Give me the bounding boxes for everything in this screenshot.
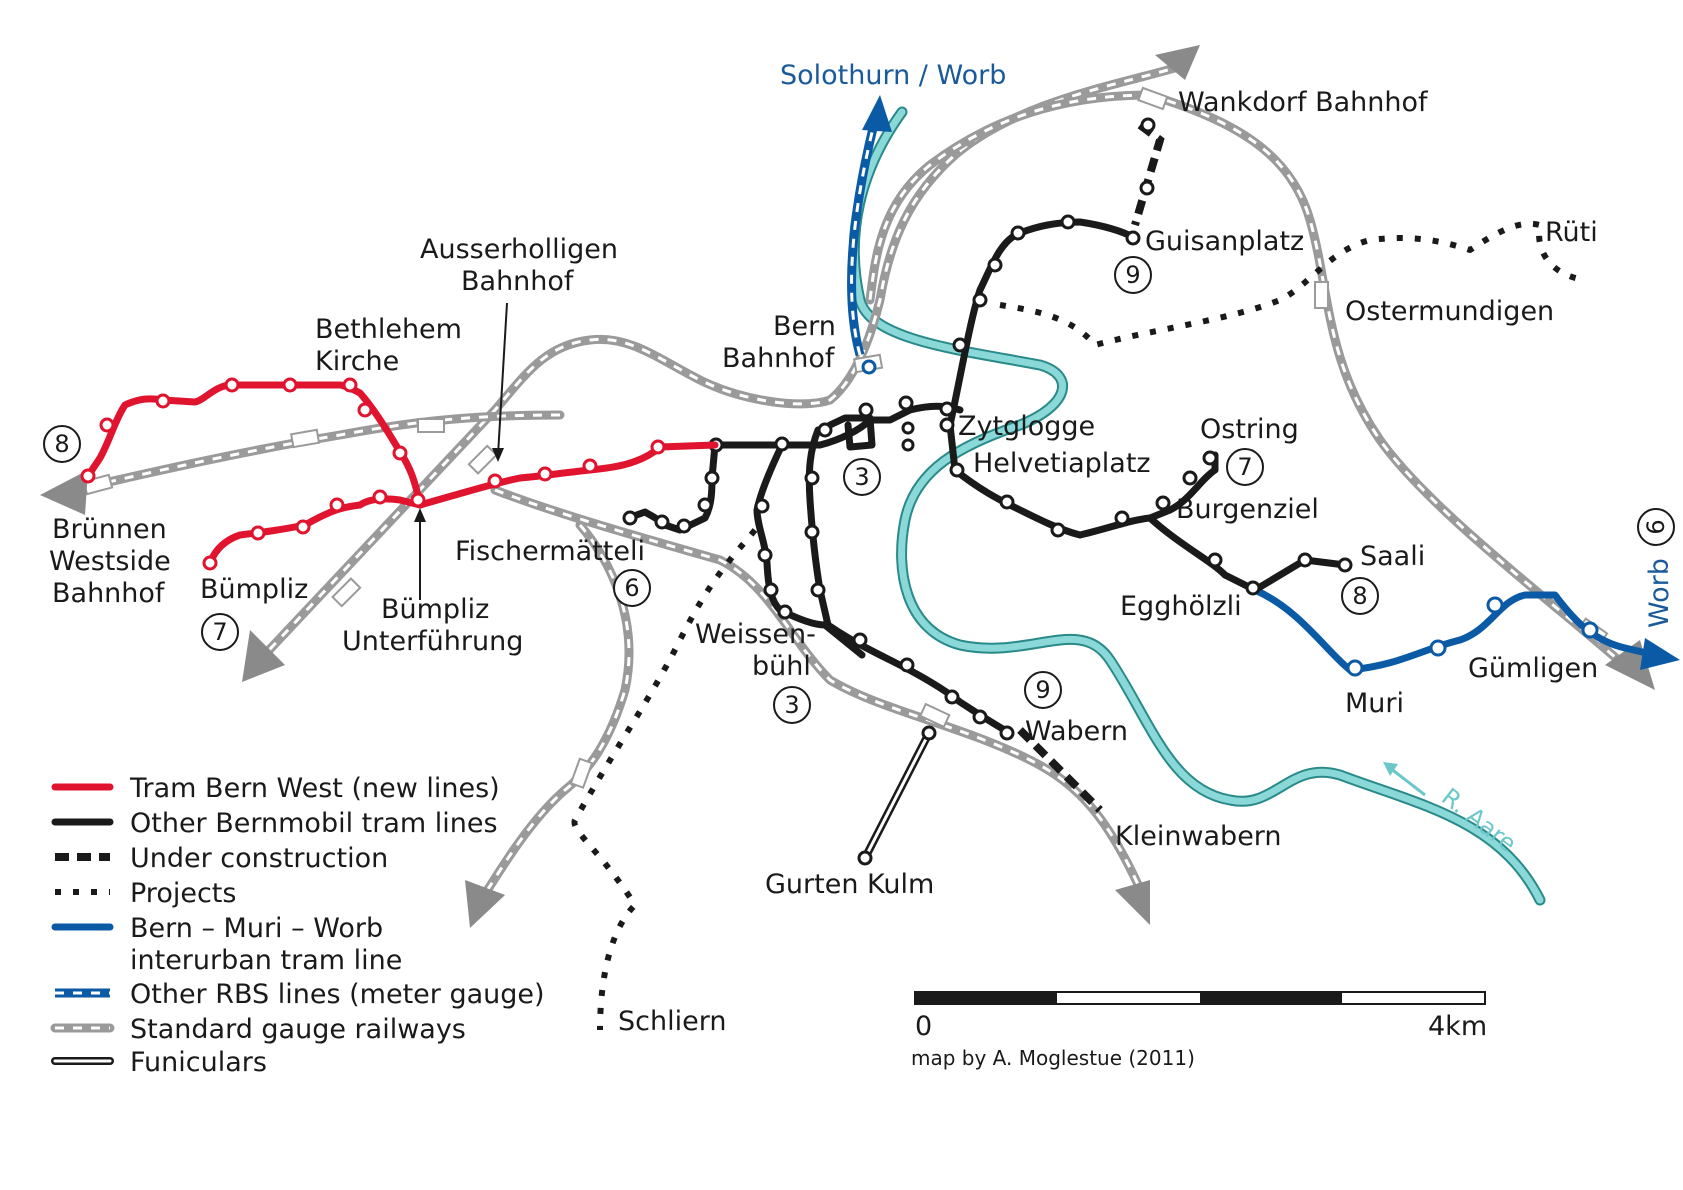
label-schliern: Schliern bbox=[618, 1006, 726, 1037]
label-burgenziel: Burgenziel bbox=[1176, 494, 1319, 525]
label-wabern: Wabern bbox=[1025, 716, 1128, 747]
line-number: 3 bbox=[854, 463, 869, 491]
legend-label: Projects bbox=[130, 878, 236, 909]
label-zytglogge: Zytglogge bbox=[958, 411, 1095, 442]
label-gurten-kulm: Gurten Kulm bbox=[765, 869, 934, 900]
line-number: 6 bbox=[1642, 519, 1670, 534]
arrow-west bbox=[40, 470, 88, 515]
label-rueti: Rüti bbox=[1545, 217, 1598, 248]
label-ostring: Ostring bbox=[1200, 414, 1299, 445]
map-credit: map by A. Moglestue (2011) bbox=[911, 1046, 1195, 1070]
label-ausserholligen-2: Bahnhof bbox=[461, 266, 575, 297]
legend-label: Funiculars bbox=[130, 1047, 267, 1078]
label-helvetiaplatz: Helvetiaplatz bbox=[973, 448, 1151, 479]
scale-start: 0 bbox=[915, 1011, 932, 1042]
label-bruennen: Brünnen bbox=[52, 514, 167, 545]
line-number-circles: 8 7 9 3 6 3 9 7 8 6 bbox=[43, 256, 1675, 724]
river-flow-arrow bbox=[1383, 762, 1426, 797]
line-number: 8 bbox=[1352, 582, 1367, 610]
label-bern-bahnhof: Bahnhof bbox=[722, 343, 836, 374]
legend: Tram Bern West (new lines) Other Bernmob… bbox=[50, 773, 545, 1078]
legend-label: interurban tram line bbox=[130, 945, 402, 976]
label-guisanplatz: Guisanplatz bbox=[1145, 226, 1304, 257]
scale-bar: 0 4km map by A. Moglestue (2011) bbox=[911, 991, 1487, 1070]
funicular-gurten bbox=[857, 725, 937, 866]
legend-label: Under construction bbox=[130, 843, 388, 874]
label-ausserholligen: Ausserholligen bbox=[420, 234, 618, 265]
label-eggholzli: Egghölzli bbox=[1120, 591, 1242, 622]
arrow-solothurn bbox=[862, 95, 892, 132]
label-weissenbuehl: Weissen- bbox=[695, 619, 816, 650]
legend-label: Bern – Muri – Worb bbox=[130, 913, 383, 944]
tram-bern-west-lines bbox=[80, 377, 719, 571]
line-number: 8 bbox=[54, 430, 69, 458]
label-buempliz: Bümpliz bbox=[200, 574, 308, 605]
legend-label: Tram Bern West (new lines) bbox=[129, 773, 500, 804]
arrow-south bbox=[465, 880, 505, 928]
label-buempliz-unterfuehrung-2: Unterführung bbox=[342, 626, 523, 657]
arrow-worb bbox=[1640, 638, 1680, 670]
label-bruennen-2: Westside bbox=[49, 546, 171, 577]
label-bern: Bern bbox=[773, 311, 836, 342]
line-number: 7 bbox=[212, 618, 227, 646]
label-kleinwabern: Kleinwabern bbox=[1115, 821, 1282, 852]
arrow-southwest bbox=[242, 630, 285, 682]
label-fischermaetteli: Fischermätteli bbox=[455, 536, 645, 567]
bernmobil-lines bbox=[622, 117, 1353, 741]
label-worb: Worb bbox=[1644, 558, 1675, 628]
legend-label: Other Bernmobil tram lines bbox=[130, 808, 498, 839]
label-bethlehem: Bethlehem bbox=[315, 314, 462, 345]
standard-gauge-railways bbox=[60, 60, 1635, 915]
label-solothurn-worb: Solothurn / Worb bbox=[780, 60, 1006, 91]
label-buempliz-unterfuehrung: Bümpliz bbox=[381, 594, 489, 625]
arrow-kleinwabern bbox=[1115, 880, 1150, 925]
rbs-line bbox=[847, 95, 892, 375]
label-bruennen-3: Bahnhof bbox=[52, 578, 166, 609]
river-aare bbox=[848, 106, 1546, 906]
line-number: 9 bbox=[1035, 676, 1050, 704]
line-number: 6 bbox=[624, 574, 639, 602]
label-guemligen: Gümligen bbox=[1468, 653, 1598, 684]
scale-end: 4km bbox=[1428, 1011, 1487, 1042]
label-bethlehem-2: Kirche bbox=[315, 346, 399, 377]
pointer-arrows bbox=[414, 302, 508, 600]
project-lines bbox=[571, 220, 1586, 1031]
legend-label: Other RBS lines (meter gauge) bbox=[130, 979, 545, 1010]
arrow-wankdorf bbox=[1155, 45, 1200, 80]
line-number: 3 bbox=[784, 691, 799, 719]
line-number: 7 bbox=[1237, 453, 1252, 481]
label-muri: Muri bbox=[1345, 688, 1404, 719]
label-saali: Saali bbox=[1360, 541, 1425, 572]
label-weissenbuehl-2: bühl bbox=[752, 651, 811, 682]
stop-bern-rbs bbox=[861, 359, 877, 375]
label-wankdorf: Wankdorf Bahnhof bbox=[1178, 87, 1429, 118]
legend-label: Standard gauge railways bbox=[130, 1014, 466, 1045]
label-ostermundigen: Ostermundigen bbox=[1345, 296, 1554, 327]
bern-muri-worb-line bbox=[1251, 586, 1680, 677]
line-number: 9 bbox=[1125, 261, 1140, 289]
place-labels: Solothurn / Worb Wankdorf Bahnhof Guisan… bbox=[49, 60, 1675, 1037]
